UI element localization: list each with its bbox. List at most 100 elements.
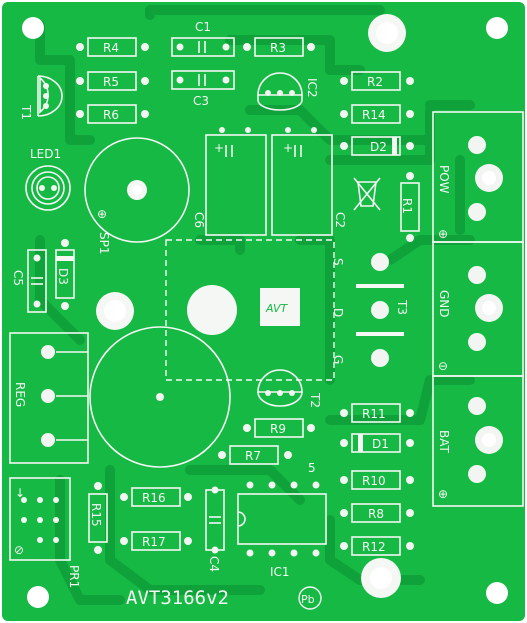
resistor-r2: R2 <box>340 71 414 91</box>
diode-d2: D2 <box>340 136 414 156</box>
buzzer-sp1: ⊕ SP1 <box>84 137 190 255</box>
board-title: AVT3166v2 <box>126 587 229 609</box>
label-r4: R4 <box>103 41 119 55</box>
label-pr1: PR1 <box>67 565 81 588</box>
capacitor-c4: C4 <box>205 486 225 572</box>
resistor-r1: R1 <box>400 172 420 242</box>
label-c5: C5 <box>11 270 25 286</box>
capacitor-c6: + C6 <box>192 127 267 236</box>
resistor-r15: R15 <box>88 482 108 554</box>
label-t2: T2 <box>308 392 322 408</box>
label-r6: R6 <box>103 108 119 122</box>
mosfet-mount-hole <box>187 285 237 335</box>
label-r5: R5 <box>103 75 119 89</box>
capacitor-c1: C1 <box>171 20 235 57</box>
bat-plus-icon: ⊕ <box>438 487 448 501</box>
resistor-r9: R9 <box>243 418 315 438</box>
pow-plus-icon: ⊕ <box>438 227 448 241</box>
label-r3: R3 <box>270 41 286 55</box>
lead-free-mark: Pb <box>301 593 315 606</box>
resistor-r11: R11 <box>340 403 414 423</box>
label-d3: D3 <box>56 268 70 285</box>
resistor-r14: R14 <box>340 104 414 124</box>
mounting-hole-top-right <box>486 17 508 39</box>
avt-logo: AVT <box>265 302 289 315</box>
ic-ic1: 5 IC1 <box>237 461 327 579</box>
c6-plus: + <box>214 141 224 155</box>
label-r12: R12 <box>362 540 386 554</box>
sp1-plus: ⊕ <box>97 207 107 221</box>
label-t3: T3 <box>395 299 409 315</box>
label-r16: R16 <box>142 491 166 505</box>
mosfet-t3: AVT S D G T3 <box>165 239 409 381</box>
mounting-hole-mid-left <box>104 300 126 322</box>
terminal-bat: BAT ⊕ <box>432 375 524 507</box>
label-r7: R7 <box>245 449 261 463</box>
terminal-pow: POW ⊕ <box>432 111 524 243</box>
label-g: G <box>331 355 345 364</box>
lead-free-badge: Pb <box>298 586 322 610</box>
label-sp1: SP1 <box>97 232 111 255</box>
mounting-hole-top-left <box>22 17 44 39</box>
c2-plus: + <box>283 141 293 155</box>
copper-traces <box>35 5 475 605</box>
label-c4: C4 <box>207 556 221 572</box>
led-led1: LED1 <box>25 147 71 211</box>
capacitor-c5: C5 <box>11 249 47 313</box>
resistor-r7: R7 <box>218 445 292 465</box>
mounting-hole-bottom-right <box>486 582 508 604</box>
label-pow: POW <box>437 165 451 194</box>
regulator-reg: REG <box>9 332 89 464</box>
label-led1: LED1 <box>30 147 61 161</box>
resistor-r12: R12 <box>340 536 414 556</box>
label-reg: REG <box>13 382 27 407</box>
diode-d3: D3 <box>55 239 75 310</box>
mounting-hole-bottom-left <box>27 586 49 608</box>
resistor-r17: R17 <box>120 531 192 551</box>
label-r2: R2 <box>367 75 383 89</box>
gnd-minus-icon: ⊖ <box>438 359 448 373</box>
label-d: D <box>331 308 345 317</box>
resistor-r16: R16 <box>120 487 192 507</box>
label-c6: C6 <box>192 212 206 228</box>
label-r17: R17 <box>142 535 166 549</box>
resistor-r3: R3 <box>243 37 315 57</box>
transistor-t2: T2 <box>257 369 322 408</box>
label-r1: R1 <box>400 198 414 214</box>
no-symbol-icon: ⊘ <box>14 543 24 557</box>
label-d1: D1 <box>372 437 389 451</box>
label-gnd: GND <box>437 290 451 318</box>
label-bat: BAT <box>437 430 451 454</box>
regulator-ic2: IC2 <box>257 72 319 111</box>
weee-bin-icon <box>353 177 381 211</box>
label-s: S <box>331 258 345 266</box>
resistor-r10: R10 <box>340 470 414 490</box>
trimmer-pr1: ↓ ⊘ PR1 <box>9 477 81 588</box>
resistor-r4: R4 <box>76 37 149 57</box>
mounting-hole-bottom-center <box>370 567 392 589</box>
label-c3: C3 <box>193 94 209 108</box>
round-footprint <box>89 326 231 468</box>
arrow-down-icon: ↓ <box>15 486 25 500</box>
label-r8: R8 <box>368 507 384 521</box>
label-r10: R10 <box>362 474 386 488</box>
label-ic1: IC1 <box>270 565 290 579</box>
mounting-hole-top-center <box>376 22 398 44</box>
label-c2: C2 <box>333 212 347 228</box>
label-r14: R14 <box>362 108 386 122</box>
label-ic2: IC2 <box>305 78 319 98</box>
diode-d1: D1 <box>340 433 414 453</box>
label-d2: D2 <box>370 140 387 154</box>
pin5-label: 5 <box>308 461 316 475</box>
label-r9: R9 <box>270 422 286 436</box>
mounting-holes <box>22 14 508 608</box>
resistor-r5: R5 <box>76 71 149 91</box>
resistor-r6: R6 <box>76 104 149 124</box>
capacitor-c2: + C2 <box>271 127 347 236</box>
label-t1: T1 <box>19 104 33 120</box>
resistor-r8: R8 <box>340 503 414 523</box>
label-r15: R15 <box>89 503 103 527</box>
capacitor-c3: C3 <box>171 70 235 108</box>
transistor-t1: T1 <box>19 75 63 120</box>
